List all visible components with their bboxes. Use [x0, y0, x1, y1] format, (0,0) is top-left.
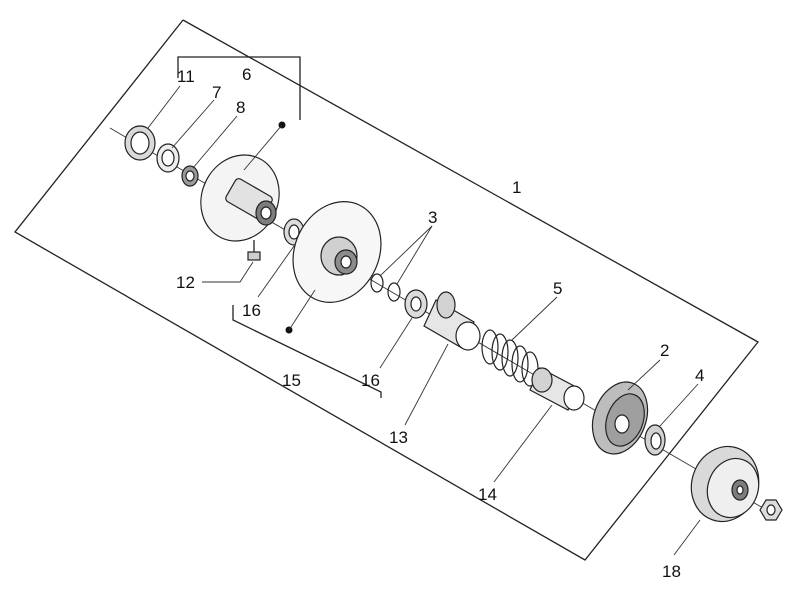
callout-15: 15 — [282, 371, 301, 390]
washer-part-4 — [644, 424, 666, 456]
fixed-pulley-half — [200, 154, 280, 242]
callout-12: 12 — [176, 273, 195, 292]
leader-6-disc — [243, 124, 283, 171]
clutch-bell-part-18 — [690, 445, 760, 523]
spacer-part-14 — [529, 367, 585, 411]
bearing-part-11 — [124, 125, 156, 161]
assembly-frame-1 — [14, 19, 759, 561]
movable-pulley-half — [292, 201, 382, 303]
subassembly-bracket-15 — [232, 305, 382, 398]
callout-5: 5 — [553, 279, 562, 298]
seal-ring-part-16b — [404, 289, 428, 319]
leader-3a — [379, 225, 433, 277]
callout-3: 3 — [428, 208, 437, 227]
callout-16b: 16 — [361, 371, 380, 390]
callout-14: 14 — [478, 485, 497, 504]
leader-11 — [147, 85, 181, 129]
callout-6: 6 — [242, 65, 251, 84]
callout-8: 8 — [236, 98, 245, 117]
leader-7 — [171, 99, 215, 149]
callout-18: 18 — [662, 562, 681, 581]
callout-11: 11 — [177, 67, 195, 86]
leader-2 — [627, 359, 661, 391]
leader-3b — [396, 225, 433, 285]
leader-13 — [404, 343, 449, 426]
screw-part-12 — [247, 240, 261, 261]
nut-part — [759, 499, 783, 521]
leader-16b — [379, 317, 413, 369]
callout-16a: 16 — [242, 301, 261, 320]
clutch-part-2 — [591, 381, 649, 455]
spring-part-5 — [481, 329, 539, 387]
leader-16a — [257, 245, 295, 298]
leader-8 — [192, 115, 238, 169]
leader-4 — [659, 383, 699, 427]
sleeve-part-13 — [423, 291, 481, 351]
callout-1: 1 — [512, 178, 521, 197]
callout-2: 2 — [660, 341, 669, 360]
subassembly-bracket-6 — [177, 56, 301, 120]
leader-18 — [673, 519, 701, 556]
o-rings-part-3 — [370, 273, 401, 302]
bushing-part-8 — [181, 165, 199, 187]
washer-part-7 — [156, 143, 180, 173]
callout-13: 13 — [389, 428, 408, 447]
callout-7: 7 — [212, 83, 221, 102]
leader-15-disc — [288, 289, 316, 331]
leader-5 — [511, 296, 558, 341]
callout-4: 4 — [695, 366, 704, 385]
leader-14 — [493, 404, 553, 483]
leader-12 — [202, 261, 254, 283]
